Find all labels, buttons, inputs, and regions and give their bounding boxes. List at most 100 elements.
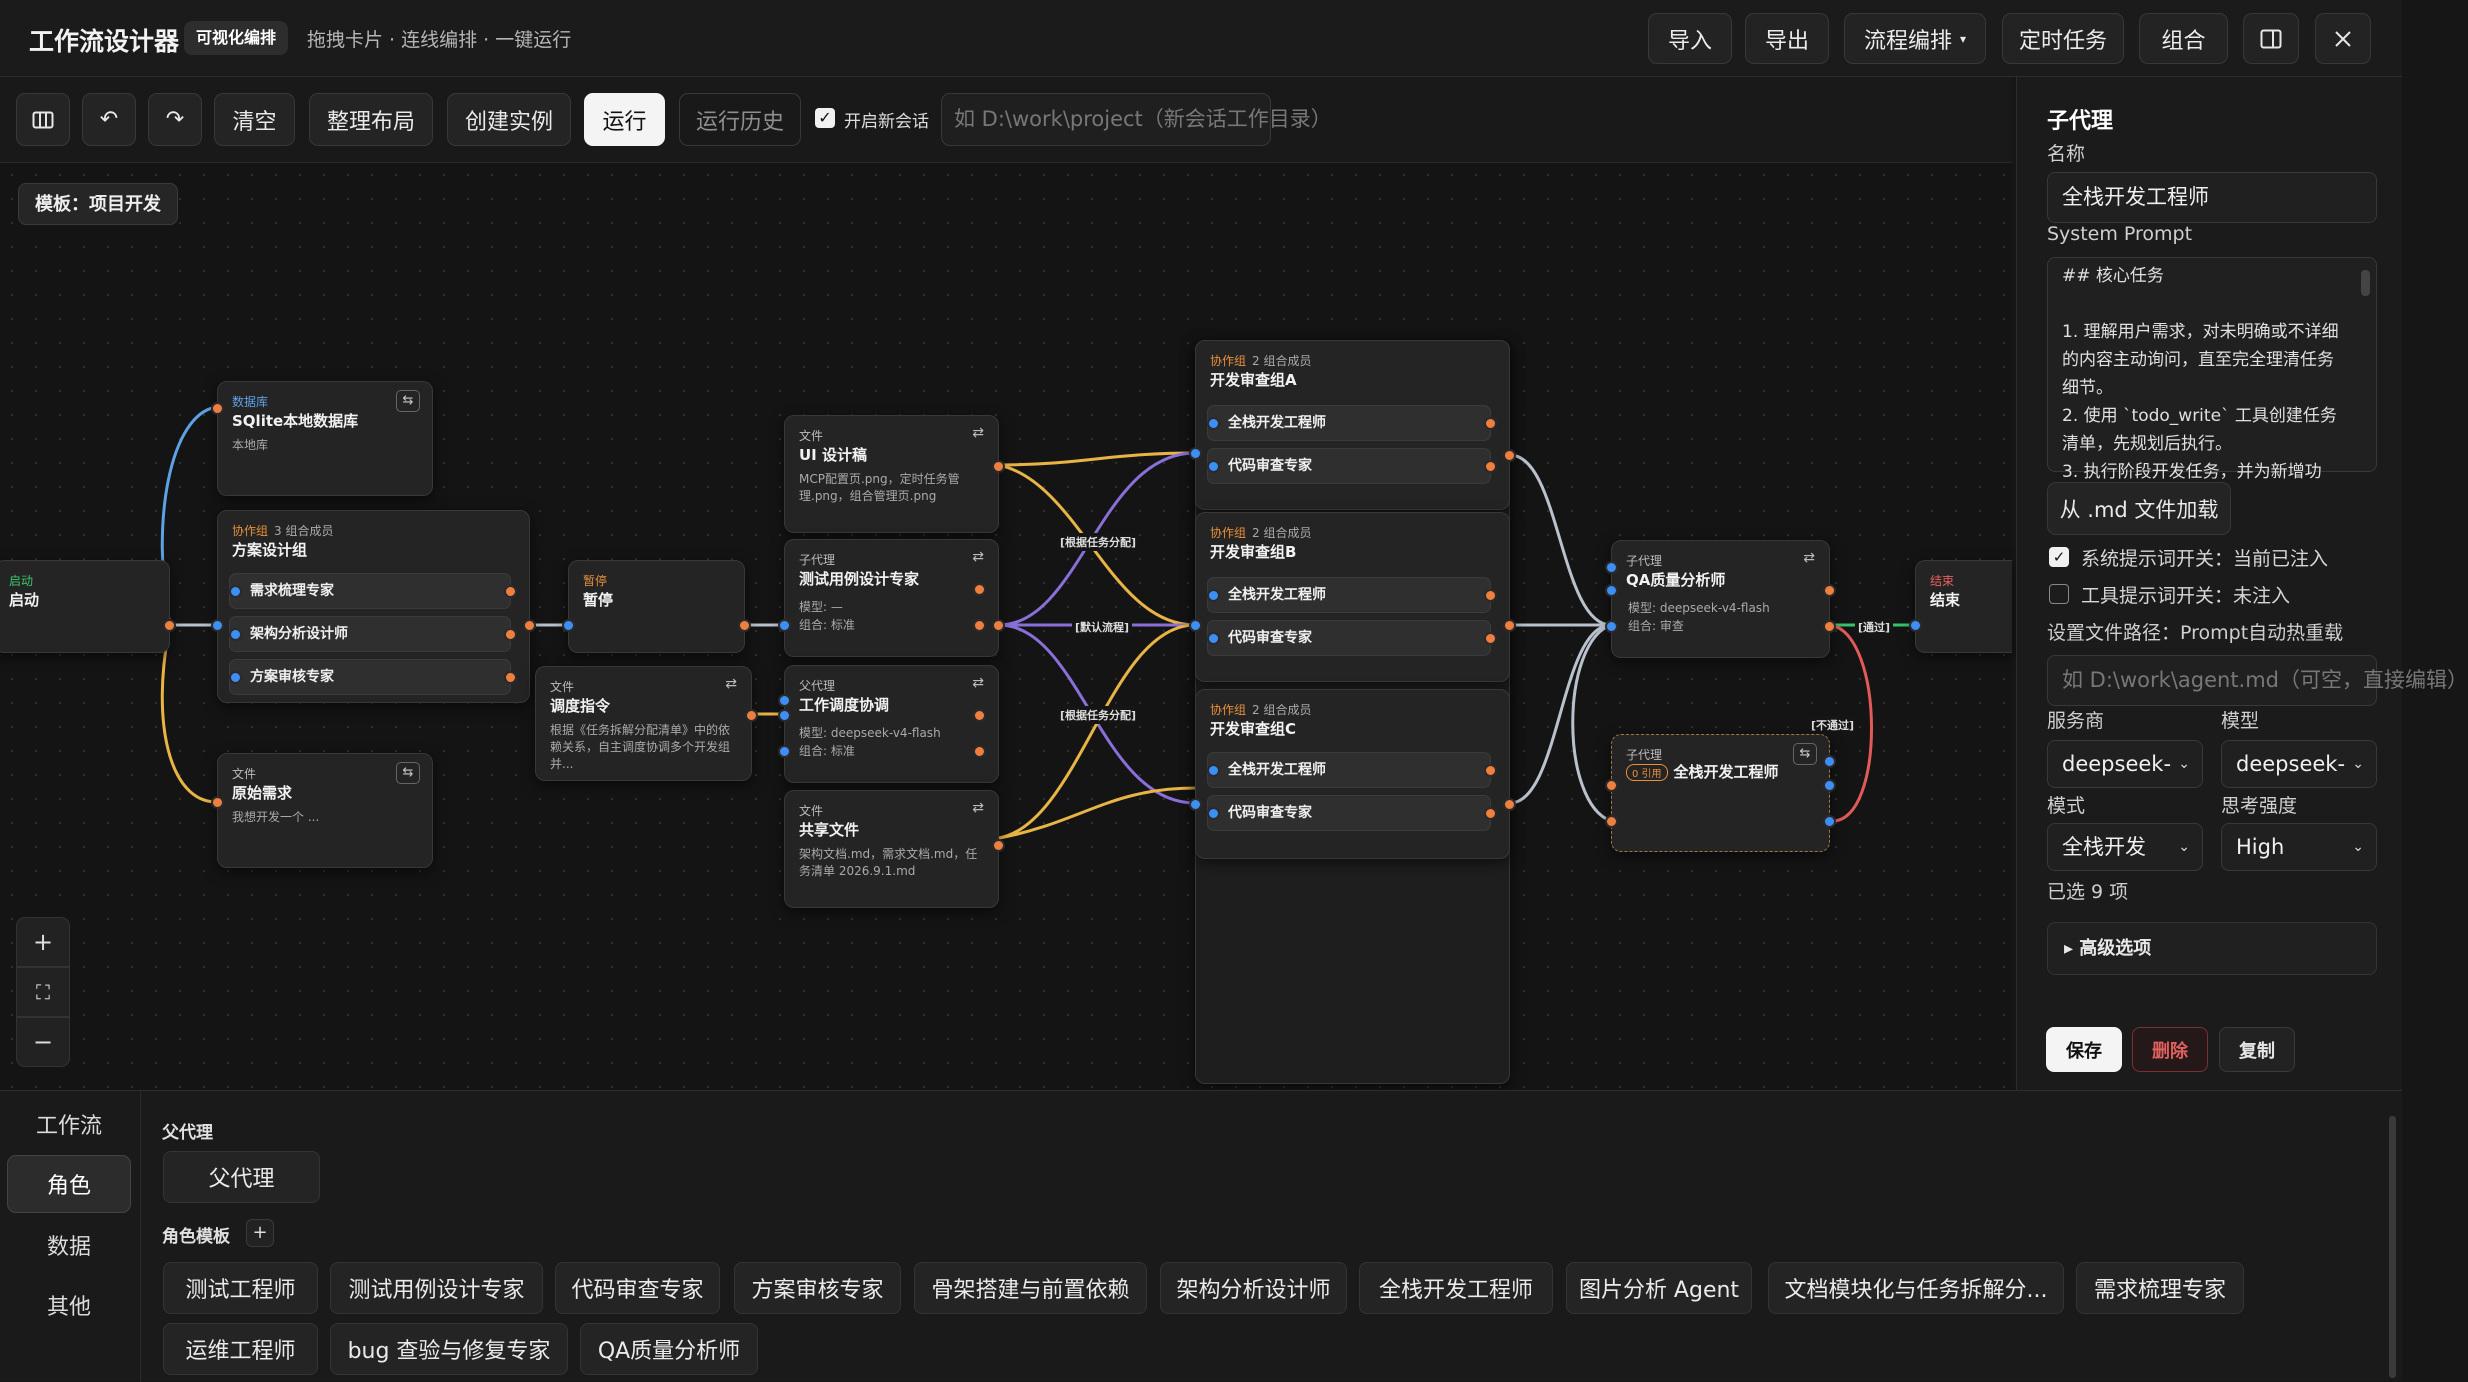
name-input[interactable]: 全栈开发工程师 (2047, 172, 2377, 223)
output-port[interactable] (992, 839, 1005, 852)
qa-node[interactable]: 子代理 QA质量分析师 模型: deepseek-v4-flash 组合: 审查… (1605, 540, 1836, 658)
output-port[interactable] (745, 709, 758, 722)
new-session-checkbox[interactable]: ✓ (815, 108, 835, 128)
output-port[interactable] (1503, 619, 1516, 632)
role-chip[interactable]: 图片分析 Agent (1566, 1262, 1752, 1314)
pause-node[interactable]: 暂停 暂停 (562, 560, 751, 653)
zoom-out-button[interactable]: − (16, 1017, 70, 1067)
swap-icon[interactable]: ⇄ (972, 425, 984, 441)
role-chip[interactable]: 测试用例设计专家 (330, 1262, 543, 1314)
port[interactable] (1823, 755, 1836, 768)
swap-icon[interactable]: ⇆ (396, 390, 420, 412)
run-button[interactable]: 运行 (584, 93, 665, 146)
flow-menu-button[interactable]: 流程编排▾ (1844, 13, 1986, 64)
member-out-port[interactable] (1484, 807, 1497, 820)
zoom-in-button[interactable]: + (16, 917, 70, 967)
system-prompt-textarea[interactable]: ## 核心任务 1. 理解用户需求，对未明确或不详细的内容主动询问，直至完全理清… (2047, 257, 2377, 482)
member-port[interactable] (1207, 589, 1220, 602)
member-item[interactable]: 需求梳理专家 (229, 573, 511, 609)
swap-icon[interactable]: ⇆ (396, 762, 420, 784)
db-node[interactable]: 数据库 SQlite本地数据库 本地库 ⇆ (211, 381, 433, 496)
input-port[interactable] (1189, 619, 1202, 632)
member-out-port[interactable] (1484, 589, 1497, 602)
original-req-node[interactable]: 文件 原始需求 我想开发一个 ... ⇆ (211, 753, 433, 868)
think-select[interactable]: High⌄ (2221, 823, 2377, 871)
add-role-button[interactable]: + (246, 1219, 274, 1247)
member-out-port[interactable] (504, 585, 517, 598)
dispatch-node[interactable]: 文件 调度指令 根据《任务拆解分配清单》中的依赖关系，自主调度协调多个开发组并.… (535, 666, 758, 781)
port[interactable] (1823, 584, 1836, 597)
delete-button[interactable]: 删除 (2132, 1027, 2208, 1072)
member-port[interactable] (229, 628, 242, 641)
output-port[interactable] (738, 619, 751, 632)
output-port[interactable] (992, 460, 1005, 473)
role-chip[interactable]: 架构分析设计师 (1160, 1262, 1347, 1314)
role-chip[interactable]: 测试工程师 (163, 1262, 318, 1314)
member-item[interactable]: 全栈开发工程师 (1207, 577, 1491, 613)
port[interactable] (973, 583, 986, 596)
member-out-port[interactable] (1484, 417, 1497, 430)
swap-icon[interactable]: ⇄ (1803, 550, 1815, 566)
tab-data[interactable]: 数据 (46, 1235, 91, 1260)
start-node[interactable]: 启动 启动 (0, 560, 176, 653)
member-out-port[interactable] (504, 671, 517, 684)
member-out-port[interactable] (504, 628, 517, 641)
toggle-sidebar-button[interactable] (16, 93, 70, 146)
input-port[interactable] (1605, 561, 1618, 574)
swap-icon[interactable]: ⇄ (972, 675, 984, 691)
combine-button[interactable]: 组合 (2139, 13, 2228, 64)
undo-button[interactable]: ↶ (82, 93, 136, 146)
provider-select[interactable]: deepseek-⌄ (2047, 740, 2203, 788)
redo-button[interactable]: ↷ (148, 93, 202, 146)
role-chip[interactable]: bug 查验与修复专家 (330, 1323, 568, 1375)
member-item[interactable]: 代码审查专家 (1207, 448, 1491, 484)
swap-icon[interactable]: ⇄ (725, 676, 737, 692)
tab-workflow[interactable]: 工作流 (35, 1114, 102, 1139)
input-port[interactable] (1605, 779, 1618, 792)
coordinator-node[interactable]: 父代理 工作调度协调 模型: deepseek-v4-flash 组合: 标准 … (778, 665, 999, 783)
create-instance-button[interactable]: 创建实例 (447, 93, 571, 146)
member-port[interactable] (1207, 764, 1220, 777)
role-chip[interactable]: 运维工程师 (163, 1323, 318, 1375)
member-out-port[interactable] (1484, 460, 1497, 473)
member-item[interactable]: 全栈开发工程师 (1207, 405, 1491, 441)
member-item[interactable]: 架构分析设计师 (229, 616, 511, 652)
member-port[interactable] (1207, 807, 1220, 820)
agent-file-path-input[interactable]: 如 D:\work\agent.md（可空，直接编辑） (2047, 655, 2468, 706)
tab-roles[interactable]: 角色 (7, 1155, 131, 1213)
output-port[interactable] (992, 619, 1005, 632)
advanced-options-toggle[interactable]: ▸ 高级选项 (2047, 922, 2377, 975)
model-select[interactable]: deepseek-⌄ (2221, 740, 2377, 788)
output-port[interactable] (1503, 449, 1516, 462)
swap-icon[interactable]: ⇄ (972, 800, 984, 816)
toggle-panel-button[interactable] (2243, 13, 2299, 64)
ui-design-node[interactable]: 文件 UI 设计稿 MCP配置页.png，定时任务管理.png，组合管理页.pn… (784, 415, 1005, 533)
input-port[interactable] (211, 619, 224, 632)
load-md-button[interactable]: 从 .md 文件加载 (2047, 482, 2231, 535)
input-port[interactable] (562, 619, 575, 632)
port[interactable] (1823, 779, 1836, 792)
input-port[interactable] (778, 619, 791, 632)
close-button[interactable] (2315, 13, 2371, 64)
input-port[interactable] (211, 402, 224, 415)
mode-select[interactable]: 全栈开发⌄ (2047, 823, 2203, 871)
input-port[interactable] (778, 745, 791, 758)
fullstack-node[interactable]: 子代理 0 引用全栈开发工程师 ⇆ (1605, 734, 1836, 852)
swap-icon[interactable]: ⇄ (972, 549, 984, 565)
output-port[interactable] (163, 619, 176, 632)
end-node[interactable]: 结束 结束 (1909, 560, 2012, 653)
textarea-scrollbar[interactable] (2361, 270, 2370, 296)
member-out-port[interactable] (1484, 764, 1497, 777)
tab-other[interactable]: 其他 (46, 1295, 91, 1320)
member-item[interactable]: 方案审核专家 (229, 659, 511, 695)
member-port[interactable] (229, 585, 242, 598)
role-chip[interactable]: 文档模块化与任务拆解分... (1768, 1262, 2064, 1314)
palette-scrollbar[interactable] (2389, 1116, 2396, 1378)
role-chip[interactable]: 全栈开发工程师 (1359, 1262, 1553, 1314)
member-port[interactable] (1207, 632, 1220, 645)
input-port[interactable] (1189, 798, 1202, 811)
